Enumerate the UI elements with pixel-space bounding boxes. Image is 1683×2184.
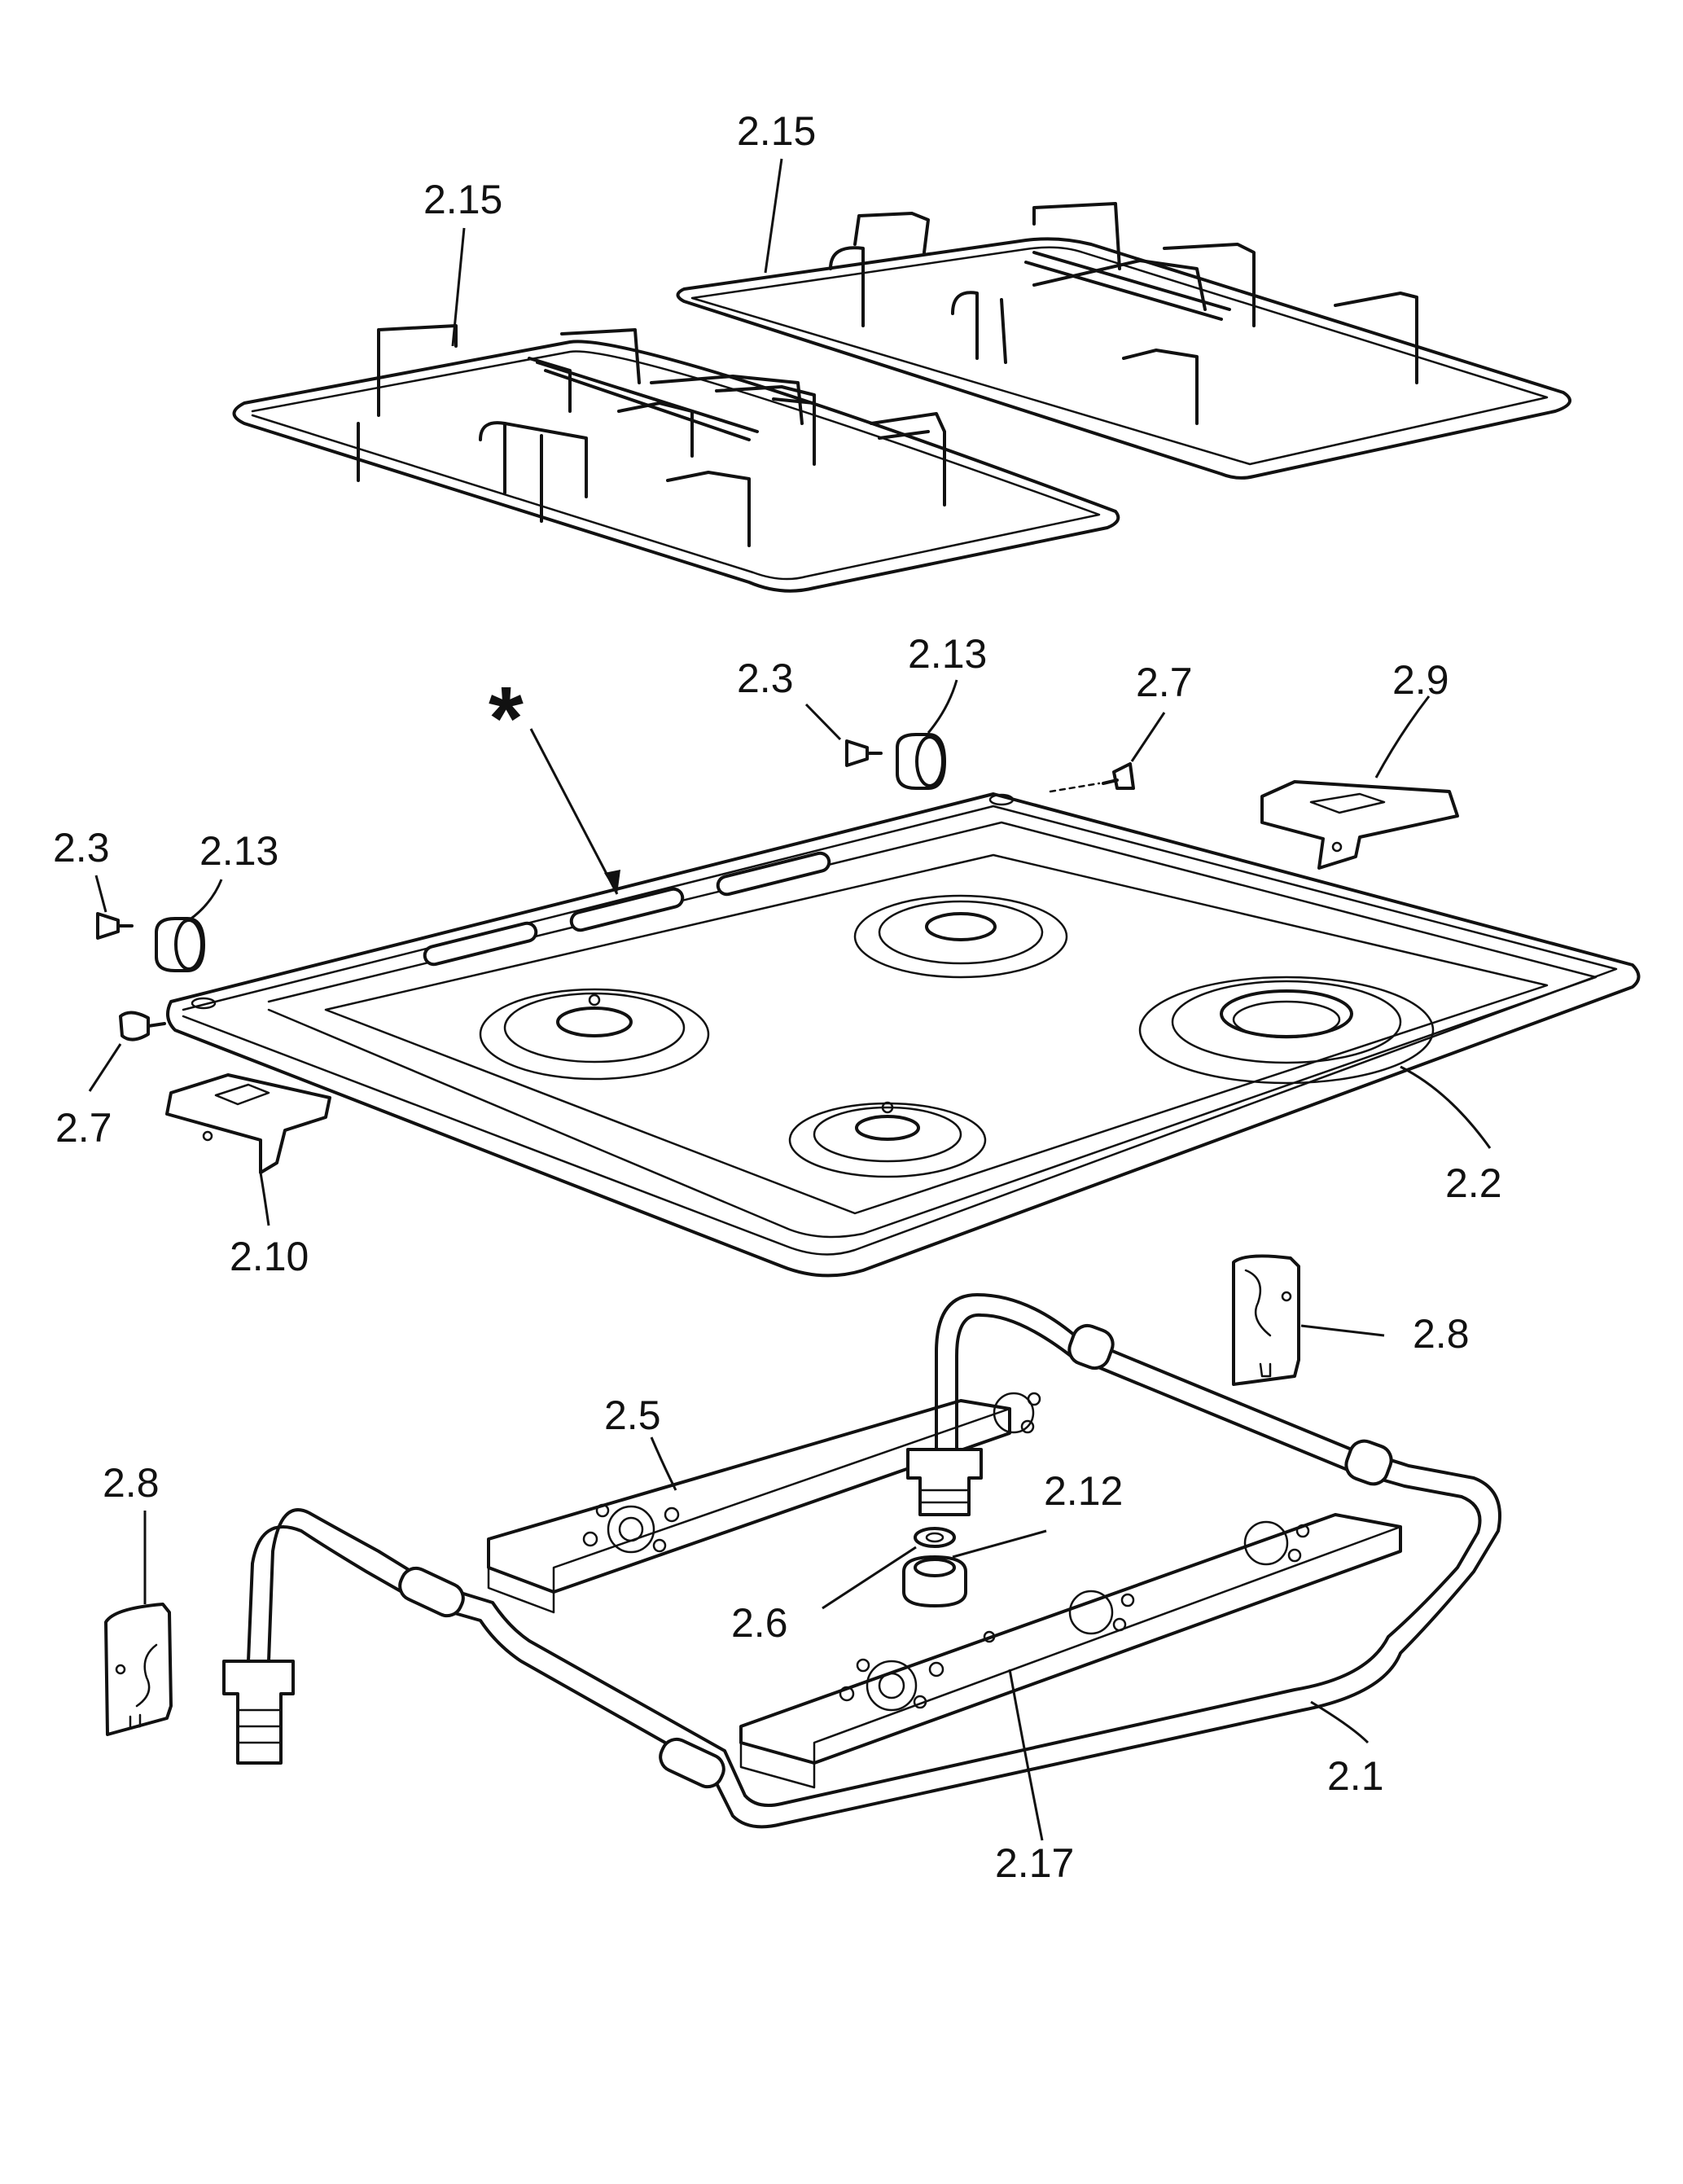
vent-slot <box>569 887 685 932</box>
label-bracket-right: 2.9 <box>1392 657 1449 703</box>
label-spacer-top-group: 2.13 <box>908 631 987 734</box>
clip-left <box>104 1603 173 1736</box>
screw-top <box>845 739 883 767</box>
label-washer-group: 2.6 <box>731 1546 917 1646</box>
label-spacer-top: 2.13 <box>908 631 987 677</box>
vent-marker-asterisk: * <box>489 669 524 769</box>
burner-recess-rear-left <box>853 894 1068 979</box>
vent-slot <box>423 921 538 967</box>
pin-top <box>1049 762 1135 793</box>
burner-bar-left <box>487 1392 1041 1614</box>
label-manifold: 2.1 <box>1327 1753 1384 1799</box>
label-pin-left: 2.7 <box>55 1105 112 1151</box>
label-hob-top-group: 2.2 <box>1400 1065 1502 1206</box>
label-pin-top-group: 2.7 <box>1130 660 1193 762</box>
label-screw-top-group: 2.3 <box>737 656 842 741</box>
label-burner-bar-right-group: 2.17 <box>995 1669 1074 1886</box>
label-grid-right: 2.15 <box>737 108 816 154</box>
label-clip-left-group: 2.8 <box>103 1460 160 1604</box>
spacer-left <box>155 917 205 972</box>
hob-top-panel <box>166 792 1641 1278</box>
label-grid-right-group: 2.15 <box>737 108 816 274</box>
label-nut-group: 2.12 <box>952 1468 1123 1559</box>
label-pin-left-group: 2.7 <box>55 1043 122 1151</box>
screw-left <box>96 912 134 940</box>
vent-marker-group: * <box>489 669 620 895</box>
label-bracket-right-group: 2.9 <box>1374 657 1449 778</box>
nut <box>902 1555 967 1607</box>
vent-slot <box>716 851 831 897</box>
bracket-left <box>165 1073 331 1174</box>
label-burner-bar-left-group: 2.5 <box>604 1392 677 1491</box>
spacer-top <box>896 733 946 790</box>
label-bracket-left: 2.10 <box>230 1234 309 1279</box>
label-pin-top: 2.7 <box>1136 660 1193 705</box>
label-screw-top: 2.3 <box>737 656 794 701</box>
label-screw-left: 2.3 <box>53 825 110 871</box>
label-spacer-left-group: 2.13 <box>188 828 278 922</box>
gas-manifold <box>222 1293 1501 1829</box>
label-grid-left: 2.15 <box>423 177 502 222</box>
label-grid-left-group: 2.15 <box>423 177 502 347</box>
inlet-fitting-top <box>906 1448 983 1516</box>
pipe-sleeve <box>1344 1439 1393 1486</box>
clip-right <box>1232 1254 1300 1386</box>
burner-recess-front-right <box>788 1101 987 1178</box>
label-screw-left-group: 2.3 <box>53 825 110 913</box>
pan-support-grid-left <box>232 324 1120 593</box>
bracket-right <box>1260 780 1459 870</box>
label-bracket-left-group: 2.10 <box>230 1172 309 1279</box>
label-clip-right-group: 2.8 <box>1300 1311 1470 1357</box>
pipe-sleeve <box>398 1566 465 1618</box>
pipe-sleeve <box>1067 1323 1115 1370</box>
label-burner-bar-left: 2.5 <box>604 1392 661 1438</box>
burner-bar-right <box>739 1513 1402 1789</box>
label-manifold-group: 2.1 <box>1310 1700 1384 1799</box>
burner-recess-large-right <box>1138 976 1435 1085</box>
label-nut: 2.12 <box>1044 1468 1123 1514</box>
label-spacer-left: 2.13 <box>199 828 278 874</box>
pipe-sleeve <box>659 1737 725 1789</box>
label-burner-bar-right: 2.17 <box>995 1840 1074 1886</box>
label-clip-right: 2.8 <box>1413 1311 1470 1357</box>
label-hob-top: 2.2 <box>1445 1160 1502 1206</box>
label-clip-left: 2.8 <box>103 1460 160 1506</box>
inlet-fitting-left <box>222 1660 295 1765</box>
burner-recess-front-left <box>479 988 710 1081</box>
vent-marker-arrowhead <box>604 870 620 894</box>
pan-support-grid-right <box>676 202 1571 480</box>
washer <box>914 1527 956 1548</box>
pin-left <box>119 1011 166 1042</box>
label-washer: 2.6 <box>731 1600 788 1646</box>
